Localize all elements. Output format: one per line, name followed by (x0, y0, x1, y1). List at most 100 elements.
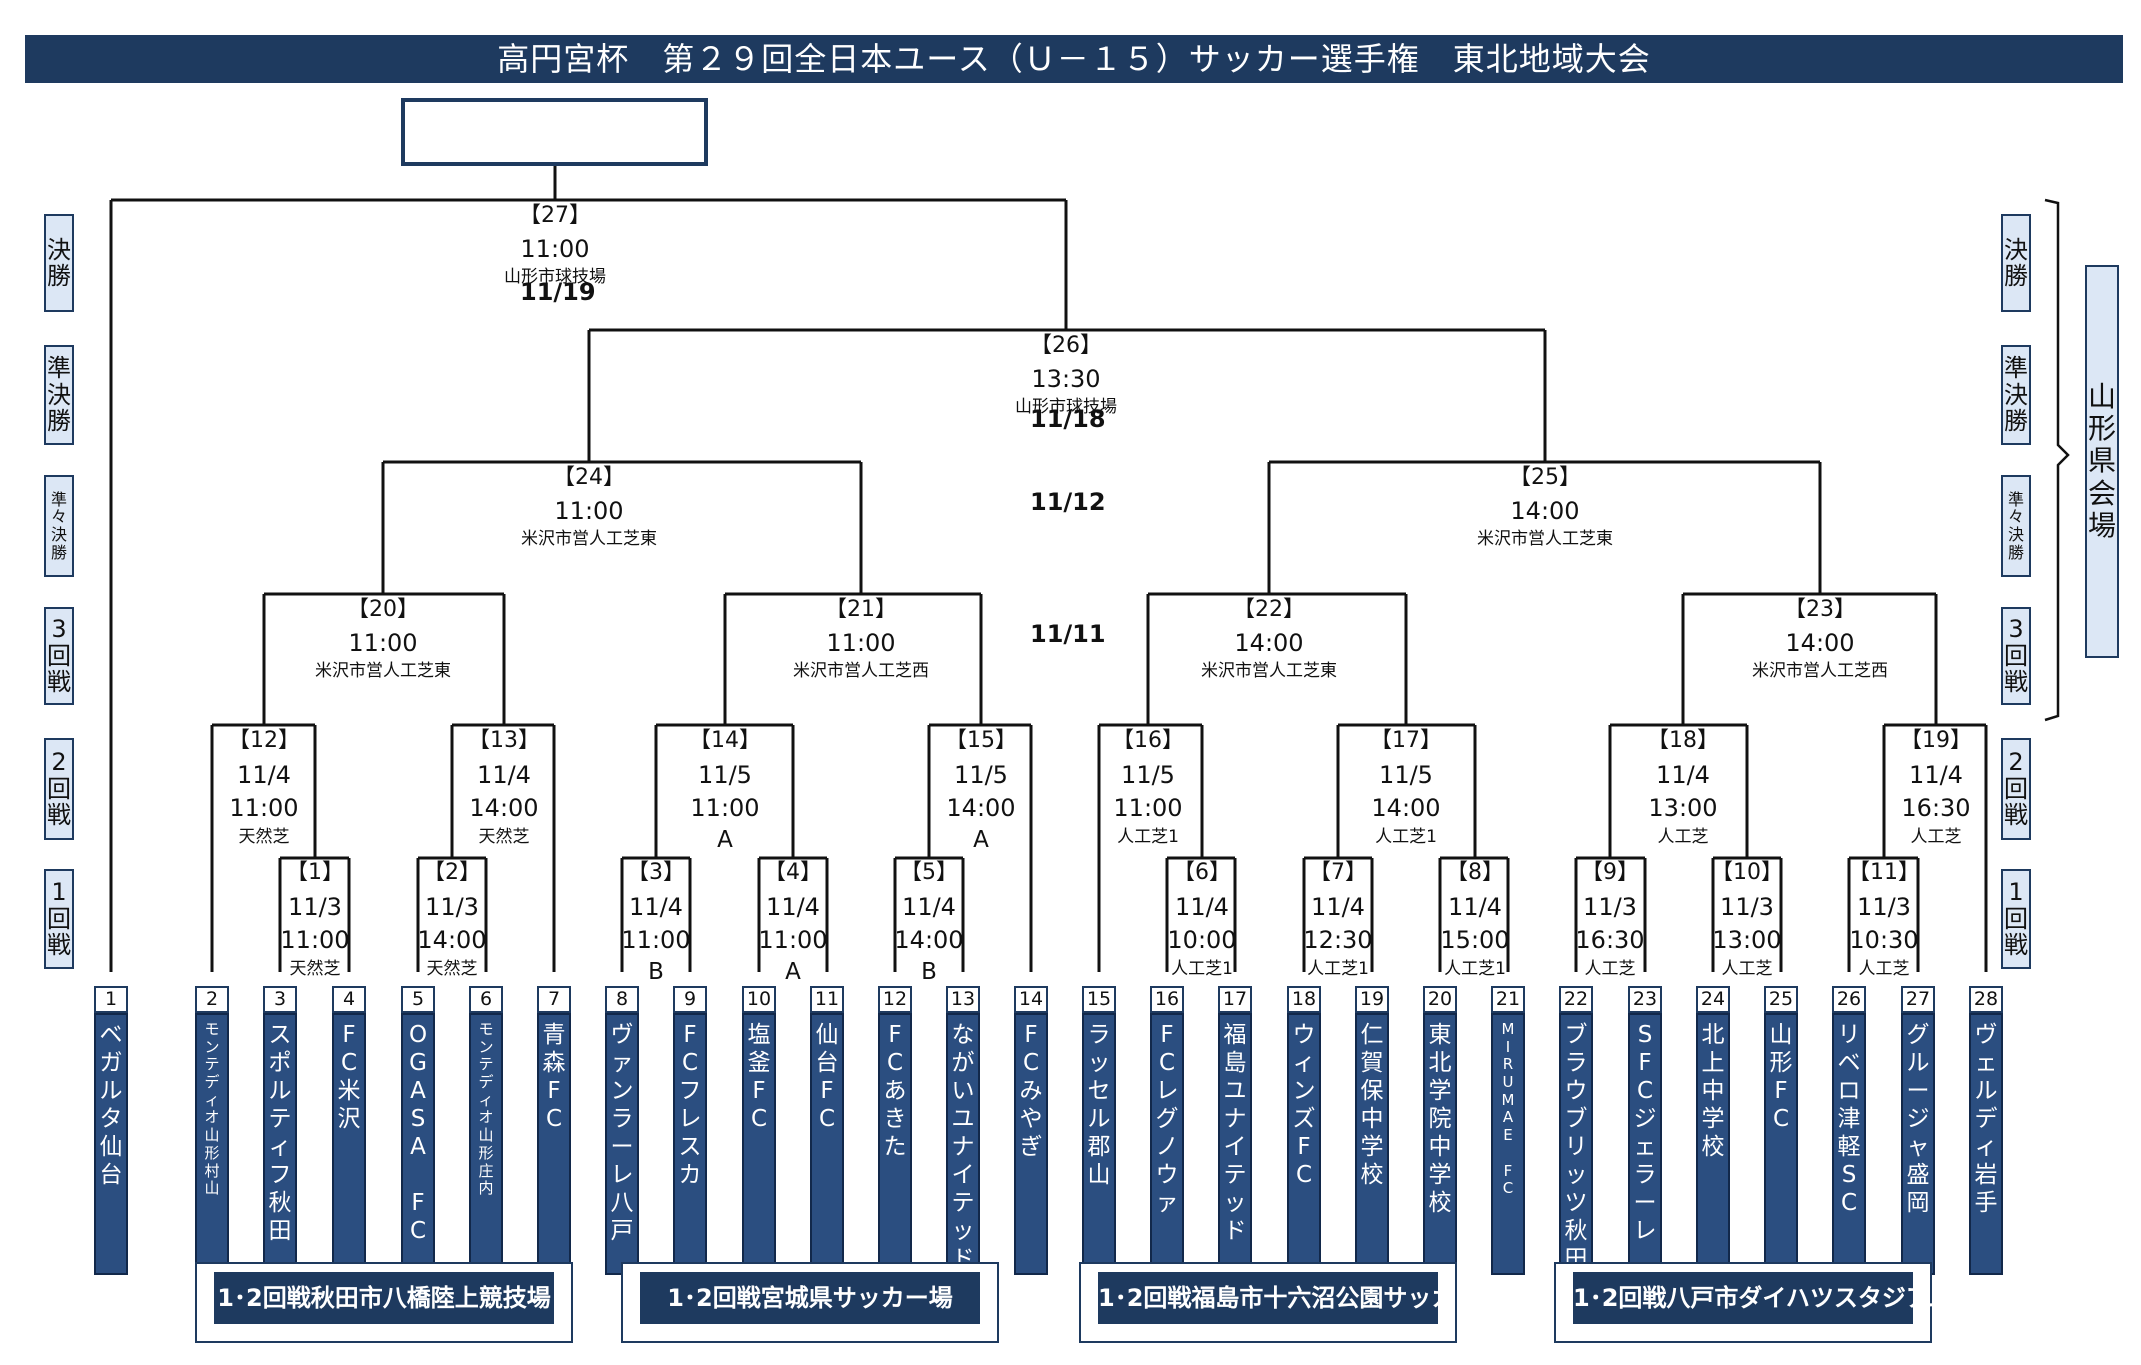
team-name-char: ル (268, 1078, 292, 1105)
team-name-char: モ (478, 1020, 494, 1038)
venue-banner: 1･2回戦秋田市八橋陸上競技場 (195, 1262, 573, 1343)
team-name-char: 山 (478, 1126, 494, 1145)
venue-banner-label: 1･2回戦宮城県サッカー場 (640, 1272, 980, 1324)
team-number: 19 (1355, 986, 1389, 1013)
match-time: 12:30 (1303, 926, 1373, 954)
pref-venue-char: 場 (2087, 508, 2116, 542)
match-no: 【17】 (1370, 728, 1442, 753)
team-name-char: ス (268, 1022, 292, 1048)
team-name-char: ィ (268, 1134, 292, 1161)
team-name-char: フ (268, 1162, 292, 1189)
match-time: 13:30 (1031, 365, 1101, 393)
round-label-char: 勝 (2004, 262, 2028, 290)
round-label: 準々決勝 (44, 475, 74, 577)
team-name-char: ィ (478, 1090, 494, 1109)
team-number: 21 (1491, 986, 1525, 1013)
match-date: 11/5 (698, 761, 752, 789)
match-no: 【23】 (1784, 597, 1856, 622)
team-name-char: 校 (1360, 1162, 1384, 1189)
team-name-char: ウ (1292, 1022, 1316, 1048)
team-name-char: 北 (1428, 1050, 1452, 1077)
match-venue: 米沢市営人工芝東 (521, 529, 657, 549)
team-name-char: G (409, 1050, 427, 1077)
team-name-char: F (1024, 1022, 1038, 1048)
team-number: 22 (1559, 986, 1593, 1013)
team-name: 福島ユナイテッド (1218, 1013, 1252, 1275)
team-name-char: ー (1906, 1078, 1930, 1105)
round-label-char: 戦 (2004, 668, 2028, 697)
team-name-char: ポ (268, 1050, 292, 1077)
round-label-char: 決 (47, 235, 71, 264)
team-name: モンテディオ山形庄内 (469, 1013, 503, 1275)
team-name-char: 塩 (747, 1022, 771, 1048)
team-name-char: ラ (610, 1106, 634, 1133)
match-date: 11/4 (1909, 761, 1963, 789)
match-date: 11/3 (1857, 893, 1911, 921)
team-name-char: セ (1087, 1078, 1111, 1105)
team-name-char: C (681, 1050, 699, 1077)
team-name-char: あ (883, 1078, 907, 1105)
match-no: 【10】 (1711, 860, 1783, 885)
team-number: 8 (605, 986, 639, 1013)
match-date: 11/3 (425, 893, 479, 921)
round-label: 準決勝 (2001, 345, 2031, 445)
team-name-char: テ (268, 1106, 292, 1133)
team-name-char: テ (478, 1055, 494, 1074)
team-number: 23 (1628, 986, 1662, 1013)
round-label-char: 準 (2007, 489, 2024, 509)
round-label-char: 戦 (47, 668, 71, 697)
pref-venue-char: 会 (2087, 476, 2116, 510)
team-name-char: ノ (1155, 1134, 1179, 1161)
match-no: 【13】 (468, 728, 540, 753)
team-name-char: ベ (1837, 1050, 1861, 1077)
match-date: 11/4 (1656, 761, 1710, 789)
team-name-char: 森 (542, 1050, 566, 1077)
team-name-char: き (883, 1106, 907, 1133)
match-venue: 米沢市営人工芝西 (1752, 661, 1888, 681)
team-name-char: ッ (1223, 1190, 1247, 1217)
match-venue: A (973, 827, 989, 853)
team-name-char: ァ (1155, 1190, 1179, 1217)
team-name-char: ナ (951, 1134, 975, 1161)
team-name-char: ブ (1564, 1022, 1588, 1048)
team-name-char: ィ (204, 1090, 220, 1109)
venue-banner: 1･2回戦八戸市ダイハツスタジアム (1554, 1262, 1952, 1343)
team-name-char: ラ (1087, 1022, 1111, 1048)
team-name-char: レ (1633, 1218, 1657, 1245)
match-venue: 人工芝1 (1171, 959, 1233, 979)
team-name-char: 秋 (268, 1190, 292, 1217)
team-number: 4 (332, 986, 366, 1013)
team-name-char: ル (99, 1078, 123, 1105)
round-label: 準決勝 (44, 345, 74, 445)
match-no: 【18】 (1647, 728, 1719, 753)
round-date: 11/18 (1030, 405, 1106, 433)
team-name-char: デ (204, 1073, 220, 1092)
team-number: 1 (94, 986, 128, 1013)
team-name-char: ー (610, 1134, 634, 1161)
match-no: 【15】 (945, 728, 1017, 753)
match-no: 【2】 (423, 860, 481, 885)
team-name-char: C (1502, 1179, 1514, 1198)
match-venue: 人工芝 (1910, 827, 1962, 847)
team-name-char: F (888, 1022, 902, 1048)
team-name-char (407, 1161, 430, 1189)
team-name: 仁賀保中学校 (1355, 1013, 1389, 1275)
team-name: スポルティフ秋田 (263, 1013, 297, 1275)
team-name-char: 仙 (99, 1134, 123, 1161)
team-name-char: 郡 (1087, 1134, 1111, 1161)
match-time: 14:00 (946, 794, 1016, 822)
match-no: 【1】 (286, 860, 344, 885)
team-name-char: ェ (1974, 1050, 1998, 1077)
match-date: 11/4 (766, 893, 820, 921)
match-time: 16:30 (1575, 926, 1645, 954)
team-name-char: 上 (1701, 1050, 1725, 1077)
team-name-char: ウ (1155, 1162, 1179, 1189)
team-name-char: ガ (99, 1050, 123, 1077)
team-name-char: ル (1974, 1078, 1998, 1105)
team-name-char: ー (1633, 1190, 1657, 1217)
